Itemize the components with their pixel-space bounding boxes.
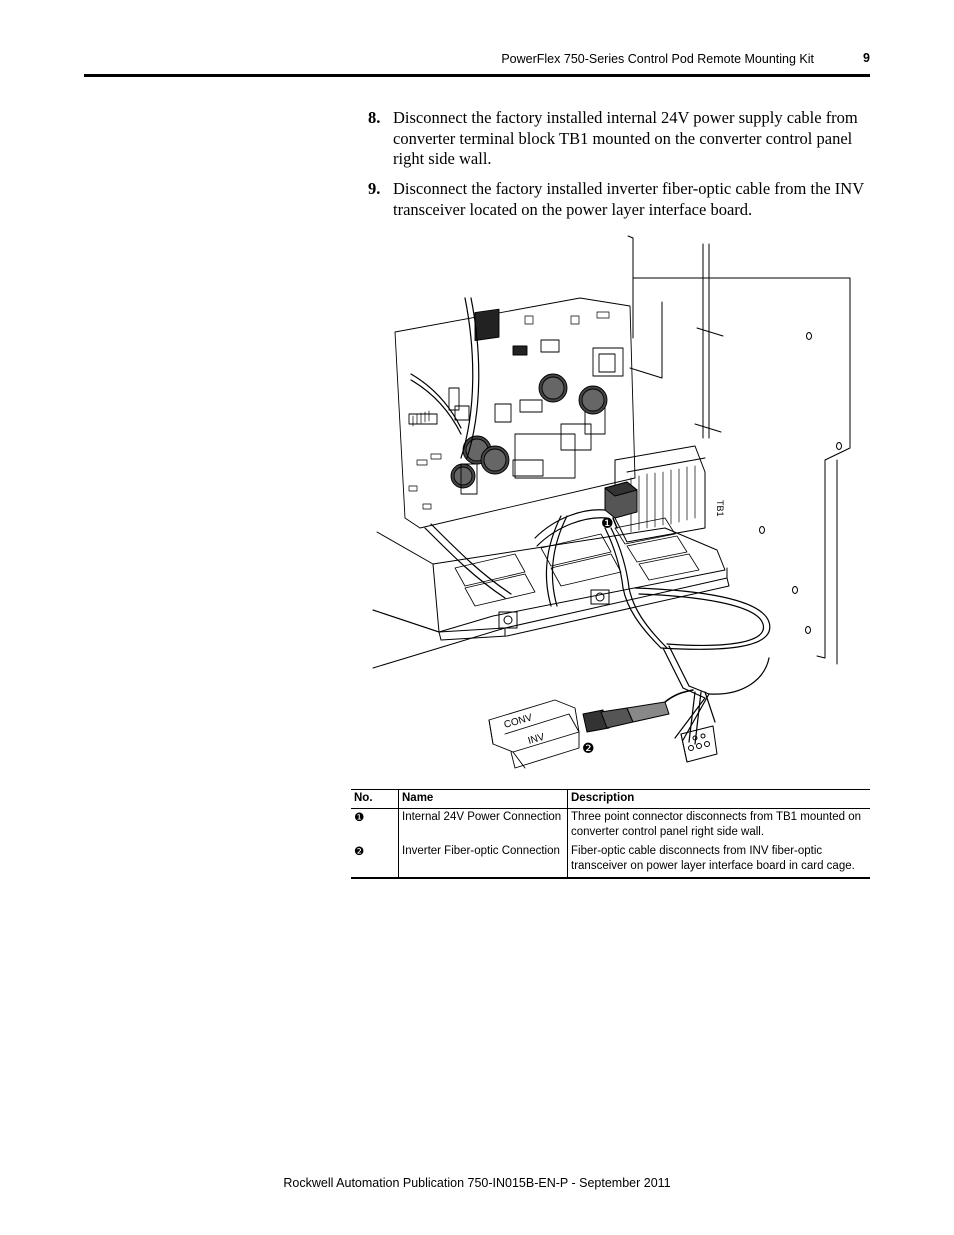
callout-2: ❷ bbox=[582, 741, 595, 757]
column-header-name: Name bbox=[398, 789, 568, 809]
cell-no: ❶ bbox=[354, 809, 365, 824]
step-number: 8. bbox=[368, 108, 381, 127]
table-row: ❷ Inverter Fiber-optic Connection Fiber-… bbox=[351, 842, 870, 879]
cell-name: Inverter Fiber-optic Connection bbox=[398, 842, 568, 879]
inv-label: INV bbox=[527, 732, 546, 747]
publication-footer: Rockwell Automation Publication 750-IN01… bbox=[283, 1176, 671, 1190]
right-side-wall bbox=[627, 235, 851, 665]
cell-name: Internal 24V Power Connection bbox=[398, 808, 568, 843]
wiring-illustration: TB1 bbox=[365, 228, 870, 776]
conv-label: CONV bbox=[503, 712, 534, 731]
cell-no: ❷ bbox=[351, 842, 399, 879]
step-text: Disconnect the factory installed interna… bbox=[393, 108, 858, 168]
cell-description: Three point connector disconnects from T… bbox=[567, 808, 870, 843]
card-cage-tray bbox=[372, 517, 730, 669]
connection-table: No. Name Description ❶ Internal 24V Powe… bbox=[351, 789, 870, 879]
column-header-no: No. bbox=[351, 789, 399, 809]
step-9: 9. Disconnect the factory installed inve… bbox=[368, 179, 868, 220]
transceiver-modules: CONV INV bbox=[488, 699, 580, 769]
column-header-description: Description bbox=[567, 789, 870, 809]
step-text: Disconnect the factory installed inverte… bbox=[393, 179, 864, 219]
running-header-title: PowerFlex 750-Series Control Pod Remote … bbox=[501, 52, 814, 66]
tb1-label: TB1 bbox=[715, 500, 725, 517]
callout-1: ❶ bbox=[601, 516, 614, 532]
header-rule bbox=[84, 74, 870, 77]
cell-description: Fiber-optic cable disconnects from INV f… bbox=[567, 842, 870, 879]
three-point-plug bbox=[680, 725, 718, 763]
table-header-row: No. Name Description bbox=[351, 789, 870, 809]
callouts: ❶ ❷ bbox=[582, 516, 614, 757]
step-8: 8. Disconnect the factory installed inte… bbox=[368, 108, 868, 170]
fiber-optic-connector bbox=[582, 689, 694, 733]
control-board bbox=[394, 297, 636, 529]
table-row: ❶ Internal 24V Power Connection Three po… bbox=[351, 808, 870, 843]
wire-harness bbox=[410, 297, 771, 745]
terminal-block-tb1: TB1 bbox=[614, 445, 725, 543]
step-number: 9. bbox=[368, 179, 381, 198]
page-number: 9 bbox=[863, 51, 870, 65]
